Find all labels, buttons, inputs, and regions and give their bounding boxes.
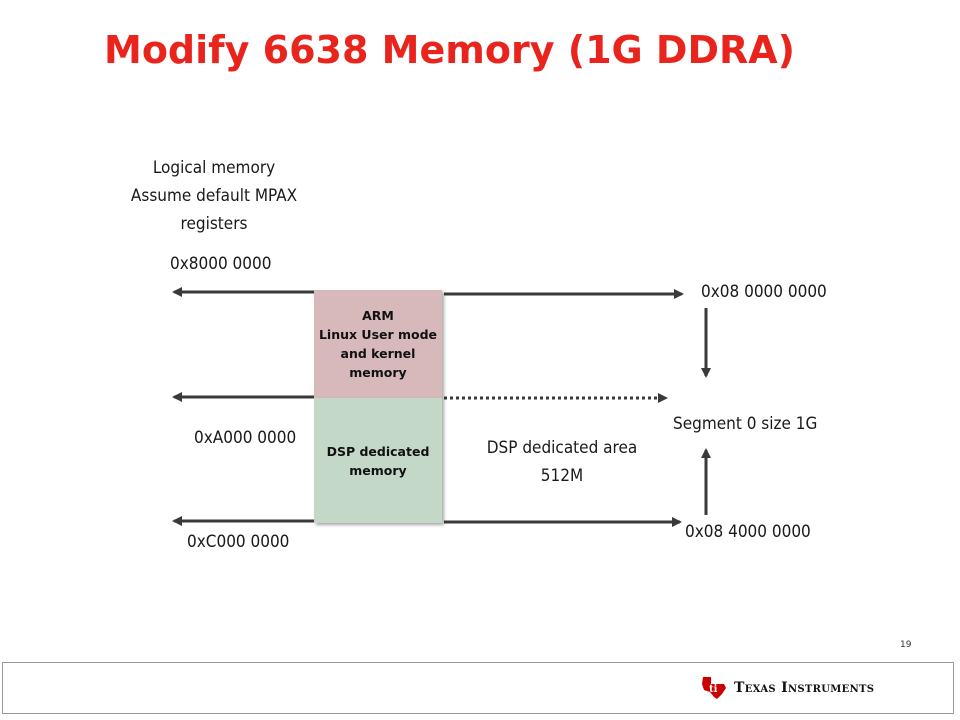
slide-footer [2,662,954,714]
slide-title: Modify 6638 Memory (1G DDRA) [104,28,796,72]
svg-text:ti: ti [709,684,718,695]
physical-address-bottom: 0x08 4000 0000 [685,522,811,542]
logical-address-middle: 0xA000 0000 [194,428,297,448]
segment-size-label: Segment 0 size 1G [673,414,818,434]
page-number: 19 [900,640,912,650]
logical-address-bottom: 0xC000 0000 [187,532,290,552]
dsp-memory-box: DSP dedicated memory [314,398,442,523]
ti-logo: ti Texas Instruments [700,675,874,701]
arm-memory-box: ARM Linux User mode and kernel memory [314,290,442,398]
logical-memory-heading: Logical memory Assume default MPAX regis… [130,158,298,234]
physical-address-top: 0x08 0000 0000 [701,282,827,302]
dsp-area-label: DSP dedicated area 512M [486,438,638,486]
ti-logo-text: Texas Instruments [734,680,875,696]
dsp-memory-label: DSP dedicated memory [326,443,430,478]
arm-memory-label: ARM Linux User mode and kernel memory [318,308,438,380]
logical-address-top: 0x8000 0000 [170,254,272,274]
texas-state-icon: ti [702,677,726,699]
